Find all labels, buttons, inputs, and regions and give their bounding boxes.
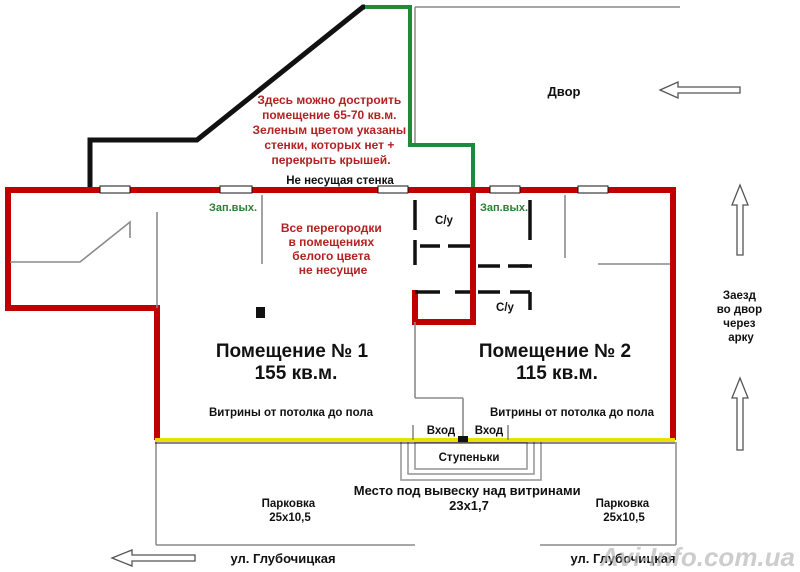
extension-outline (87, 4, 365, 190)
parking-right-label: Парковка 25х10,5 (596, 498, 653, 524)
arch-label: Заезд во двор через арку (717, 290, 766, 344)
arrow-left-bottom-icon (110, 549, 196, 567)
steps-label: Ступеньки (439, 452, 500, 464)
arrows (110, 80, 749, 567)
room2-area: 115 кв.м. (516, 363, 598, 384)
street-left-label: ул. Глубочицкая (230, 551, 335, 566)
wc-upper-label: С/у (435, 215, 454, 227)
vitriny-right-label: Витрины от потолка до пола (490, 407, 655, 419)
door-marker (458, 436, 468, 442)
room2-title: Помещение № 2 (479, 341, 631, 362)
extension-note: Здесь можно достроить помещение 65-70 кв… (252, 93, 409, 167)
entrance-left-label: Вход (427, 425, 456, 437)
entrance-right-label: Вход (475, 425, 504, 437)
top-wall-windows (99, 185, 609, 194)
room1-title: Помещение № 1 (216, 341, 369, 362)
vitriny-left-label: Витрины от потолка до пола (209, 407, 374, 419)
emergency-exit-left: Зап.вых. (209, 202, 257, 214)
parking-outline (155, 442, 677, 546)
parking-left-label: Парковка 25х10,5 (262, 498, 319, 524)
signboard-label: Место под вывеску над витринами 23х1,7 (354, 483, 584, 513)
arrow-left-top-icon (658, 80, 741, 100)
street-right-label: ул. Глубочицкая (570, 551, 675, 566)
column-marker (256, 307, 265, 318)
partitions-thin (10, 195, 670, 440)
arrow-up-lower-icon (731, 376, 749, 451)
missing-walls (365, 5, 475, 190)
yard-outline (414, 6, 680, 146)
arrow-up-icon (731, 183, 749, 256)
room1-area: 155 кв.м. (255, 363, 338, 384)
yard-label: Двор (548, 84, 581, 99)
emergency-exit-right: Зап.вых. (480, 202, 528, 214)
bearing-walls (5, 187, 676, 440)
watermark: Avi-Info.com.ua (599, 542, 795, 572)
partitions-note: Все перегородки в помещениях белого цвет… (281, 221, 385, 277)
nonbearing-wall-label: Не несущая стенка (286, 175, 394, 187)
wc-lower-label: С/у (496, 302, 515, 314)
partitions-wc (413, 200, 532, 310)
